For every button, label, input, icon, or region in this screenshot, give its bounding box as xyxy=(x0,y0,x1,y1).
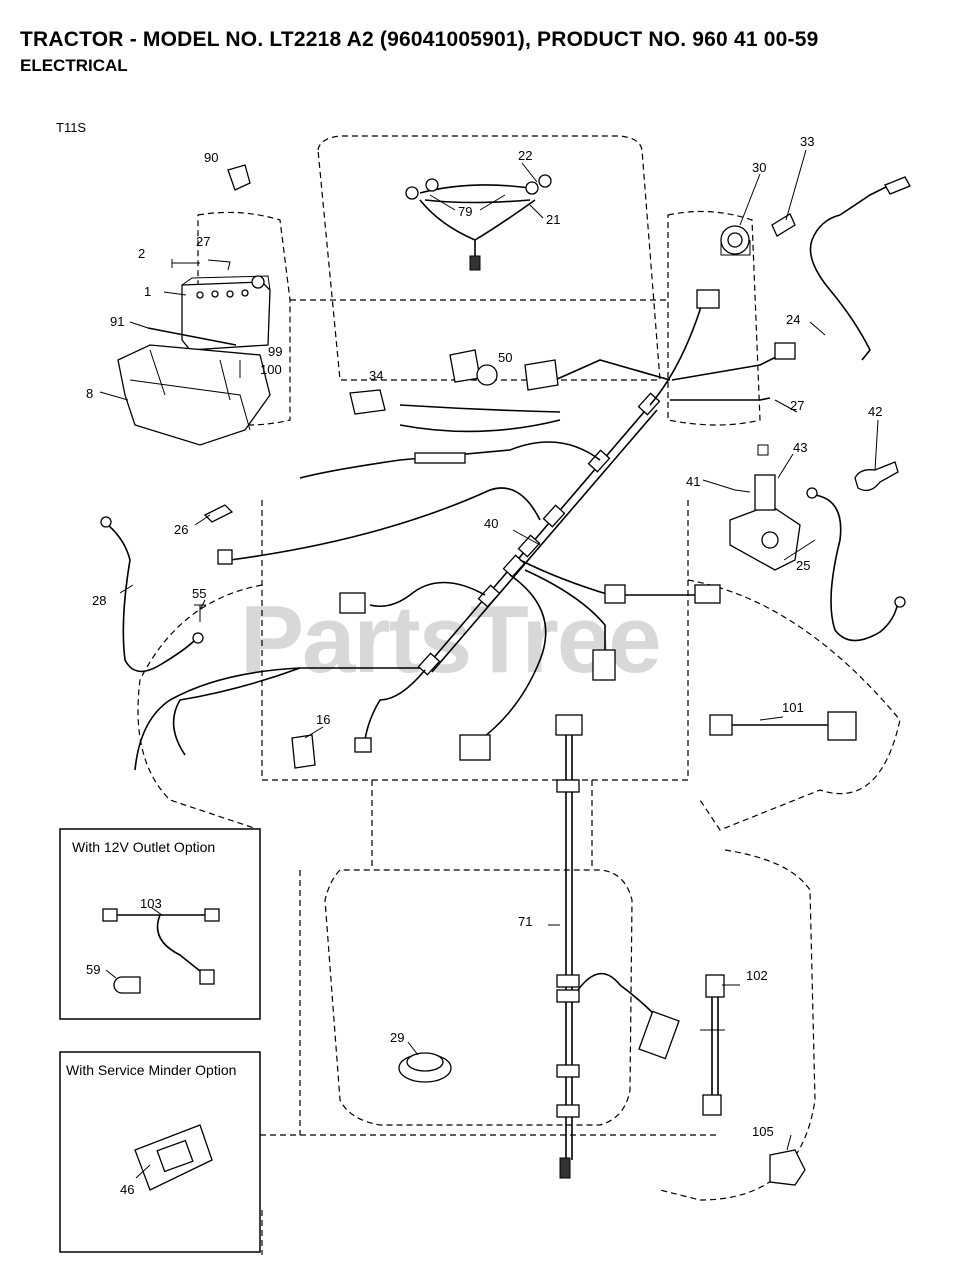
cable-25-terminal-bottom xyxy=(894,596,906,608)
solenoid xyxy=(729,474,801,571)
key-33 xyxy=(771,213,796,237)
option-title-service-minder: With Service Minder Option xyxy=(66,1062,236,1078)
switch-34 xyxy=(349,389,386,415)
part-label: 25 xyxy=(796,558,810,573)
battery-bolt xyxy=(171,259,200,268)
battery-strap xyxy=(147,327,237,346)
part-105 xyxy=(769,1149,806,1186)
headlight-harness xyxy=(405,174,552,271)
part-label: 43 xyxy=(793,440,807,455)
watermark: PartsTree xyxy=(240,586,660,693)
part-label: 21 xyxy=(546,212,560,227)
part-label: 2 xyxy=(138,246,145,261)
leader-lines xyxy=(99,149,879,1179)
option-box-service-minder xyxy=(59,1051,261,1253)
page-subtitle: ELECTRICAL xyxy=(20,56,128,75)
tractor-rear-wheel-right xyxy=(659,849,816,1201)
part-label: 27 xyxy=(790,398,804,413)
part-29 xyxy=(398,1052,452,1083)
bolt-41 xyxy=(734,489,751,493)
tractor-rear-outline xyxy=(260,1134,720,1255)
diagram-code: T11S xyxy=(56,120,87,135)
part-label: 50 xyxy=(498,350,512,365)
tractor-seat-outline xyxy=(324,869,633,1126)
switch-50 xyxy=(449,349,559,391)
connector-26 xyxy=(203,504,234,523)
battery-nut xyxy=(207,259,231,271)
tractor-hood-outline xyxy=(317,135,661,381)
part-label: 59 xyxy=(86,962,100,977)
terminal-cap-42 xyxy=(854,461,899,492)
part-label: 27 xyxy=(196,234,210,249)
part-label: 71 xyxy=(518,914,532,929)
part-label: 105 xyxy=(752,1124,774,1139)
tractor-mid-outline xyxy=(290,299,668,1135)
harness-102 xyxy=(700,974,725,1116)
part-label: 26 xyxy=(174,522,188,537)
ground-wire xyxy=(134,667,420,771)
part-label: 103 xyxy=(140,896,162,911)
screw-55 xyxy=(194,604,206,622)
part-label: 90 xyxy=(204,150,218,165)
battery xyxy=(181,275,271,351)
part-label: 41 xyxy=(686,474,700,489)
part-label: 22 xyxy=(518,148,532,163)
part-label: 55 xyxy=(192,586,206,601)
cable-24 xyxy=(809,179,901,361)
part-label: 46 xyxy=(120,1182,134,1197)
page-title: TRACTOR - MODEL NO. LT2218 A2 (960410059… xyxy=(20,28,819,51)
part-label: 91 xyxy=(110,314,124,329)
switch-16 xyxy=(291,734,316,769)
part-label: 42 xyxy=(868,404,882,419)
part-label: 100 xyxy=(260,362,282,377)
part-label: 16 xyxy=(316,712,330,727)
part-label-group: 90 22 79 21 30 33 2 27 1 91 99 100 8 24 … xyxy=(86,134,882,1197)
part-label: 28 xyxy=(92,593,106,608)
part-label: 24 xyxy=(786,312,800,327)
tractor-frame-outline xyxy=(261,500,689,781)
ignition-switch xyxy=(720,225,751,256)
nut-27-right xyxy=(757,444,769,456)
part-label: 30 xyxy=(752,160,766,175)
tractor-right-fender-outline xyxy=(667,210,761,426)
harness-101 xyxy=(709,711,857,741)
option-box-12v-outlet xyxy=(59,828,261,1020)
main-wiring-harness xyxy=(217,289,796,761)
option-title-12v: With 12V Outlet Option xyxy=(72,839,215,855)
cable-25 xyxy=(814,494,899,642)
tractor-left-deck-outline xyxy=(137,584,263,831)
cable-28-terminal-b xyxy=(192,632,204,644)
part-label: 8 xyxy=(86,386,93,401)
part-label: 102 xyxy=(746,968,768,983)
part-label: 99 xyxy=(268,344,282,359)
part-label: 33 xyxy=(800,134,814,149)
part-label: 79 xyxy=(458,204,472,219)
part-label: 101 xyxy=(782,700,804,715)
battery-tray xyxy=(117,344,271,446)
cable-25-terminal-top xyxy=(806,487,818,499)
part-label: 29 xyxy=(390,1030,404,1045)
tractor-right-deck-outline xyxy=(687,579,901,831)
part-label: 34 xyxy=(369,368,383,383)
cable-24-terminal xyxy=(884,176,911,195)
cable-28 xyxy=(107,524,196,673)
bracket-90 xyxy=(227,164,251,191)
harness-71 xyxy=(555,714,680,1179)
part-label: 40 xyxy=(484,516,498,531)
part-label: 1 xyxy=(144,284,151,299)
cable-28-terminal xyxy=(100,516,112,528)
